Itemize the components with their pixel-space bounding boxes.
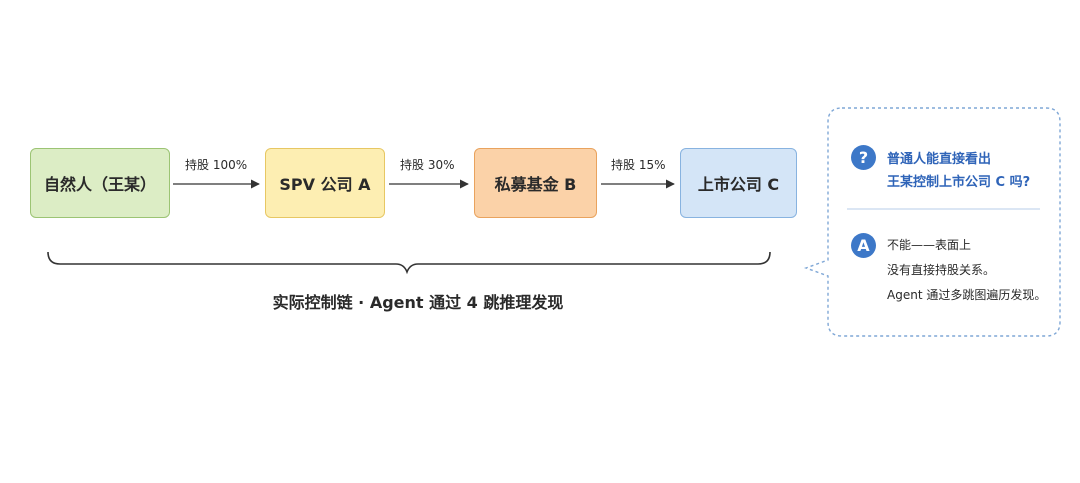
answer-line-3: Agent 通过多跳图遍历发现。 [887,288,1047,302]
edge-label-1: 持股 100% [185,158,248,172]
edge-label-2: 持股 30% [400,158,455,172]
node-spv-company-a: SPV 公司 A [265,148,385,218]
chain-brace [47,251,771,275]
node-natural-person: 自然人（王某） [30,148,170,218]
answer-line-2: 没有直接持股关系。 [887,263,996,277]
answer-icon: A [851,233,876,258]
question-icon: ? [851,145,876,170]
question-line-2: 王某控制上市公司 C 吗? [887,175,1031,190]
node-listed-company-c: 上市公司 C [680,148,797,218]
chain-caption: 实际控制链 · Agent 通过 4 跳推理发现 [272,293,564,312]
node-private-fund-b: 私募基金 B [474,148,597,218]
edge-label-3: 持股 15% [611,158,666,172]
question-line-1: 普通人能直接看出 [887,152,992,167]
answer-line-1: 不能——表面上 [887,238,972,252]
